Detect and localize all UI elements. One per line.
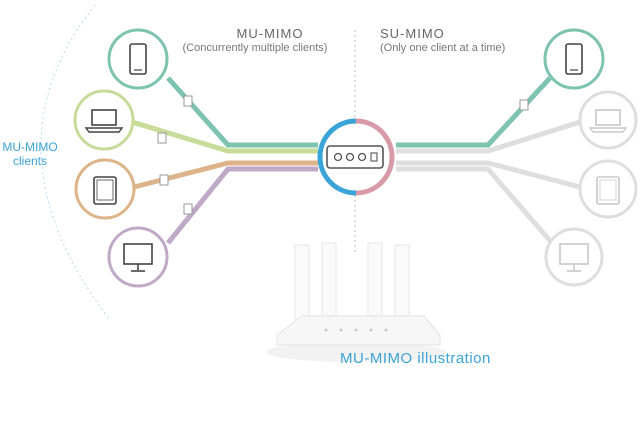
laptop-device-left <box>73 89 135 151</box>
laptop-device-right <box>578 90 638 150</box>
data-packet-icon <box>519 99 529 111</box>
line-phone-right <box>396 76 552 148</box>
client-group-arc <box>40 4 111 321</box>
mu-mimo-description: (Concurrently multiple clients) <box>182 42 328 54</box>
illustration-caption: MU-MIMO illustration <box>340 350 491 367</box>
line-laptop-right <box>396 119 581 154</box>
phone-icon <box>129 43 147 75</box>
phone-device-right <box>543 28 605 90</box>
monitor-device-right <box>544 227 604 287</box>
tablet-device-left <box>74 158 136 220</box>
laptop-icon <box>588 109 628 133</box>
mu-mimo-heading: MU-MIMO <box>236 26 304 41</box>
su-mimo-description: (Only one client at a time) <box>380 42 506 54</box>
mu-mimo-clients-line1: MU-MIMO <box>2 140 58 154</box>
mu-mimo-clients-label: MU-MIMO clients <box>0 140 60 168</box>
line-phone-left <box>166 76 318 148</box>
monitor-icon <box>123 243 153 272</box>
monitor-icon <box>559 243 589 272</box>
phone-device-left <box>107 28 169 90</box>
data-packet-icon <box>183 95 193 107</box>
phone-icon <box>565 43 583 75</box>
data-packet-icon <box>157 132 167 144</box>
su-mimo-heading: SU-MIMO <box>380 26 445 41</box>
monitor-device-left <box>107 226 169 288</box>
data-packet-icon <box>159 174 169 186</box>
tablet-icon <box>596 176 620 205</box>
data-packet-icon <box>183 203 193 215</box>
mu-mimo-clients-line2: clients <box>12 154 47 168</box>
line-monitor-left <box>166 166 318 245</box>
line-monitor-right <box>396 166 554 245</box>
tablet-icon <box>93 176 117 205</box>
line-laptop-left <box>131 119 318 154</box>
tablet-device-right <box>578 159 638 219</box>
router-icon <box>326 145 384 169</box>
router-image <box>266 242 446 362</box>
laptop-icon <box>84 109 124 133</box>
router-hub <box>317 118 395 196</box>
line-tablet-right <box>396 160 581 190</box>
